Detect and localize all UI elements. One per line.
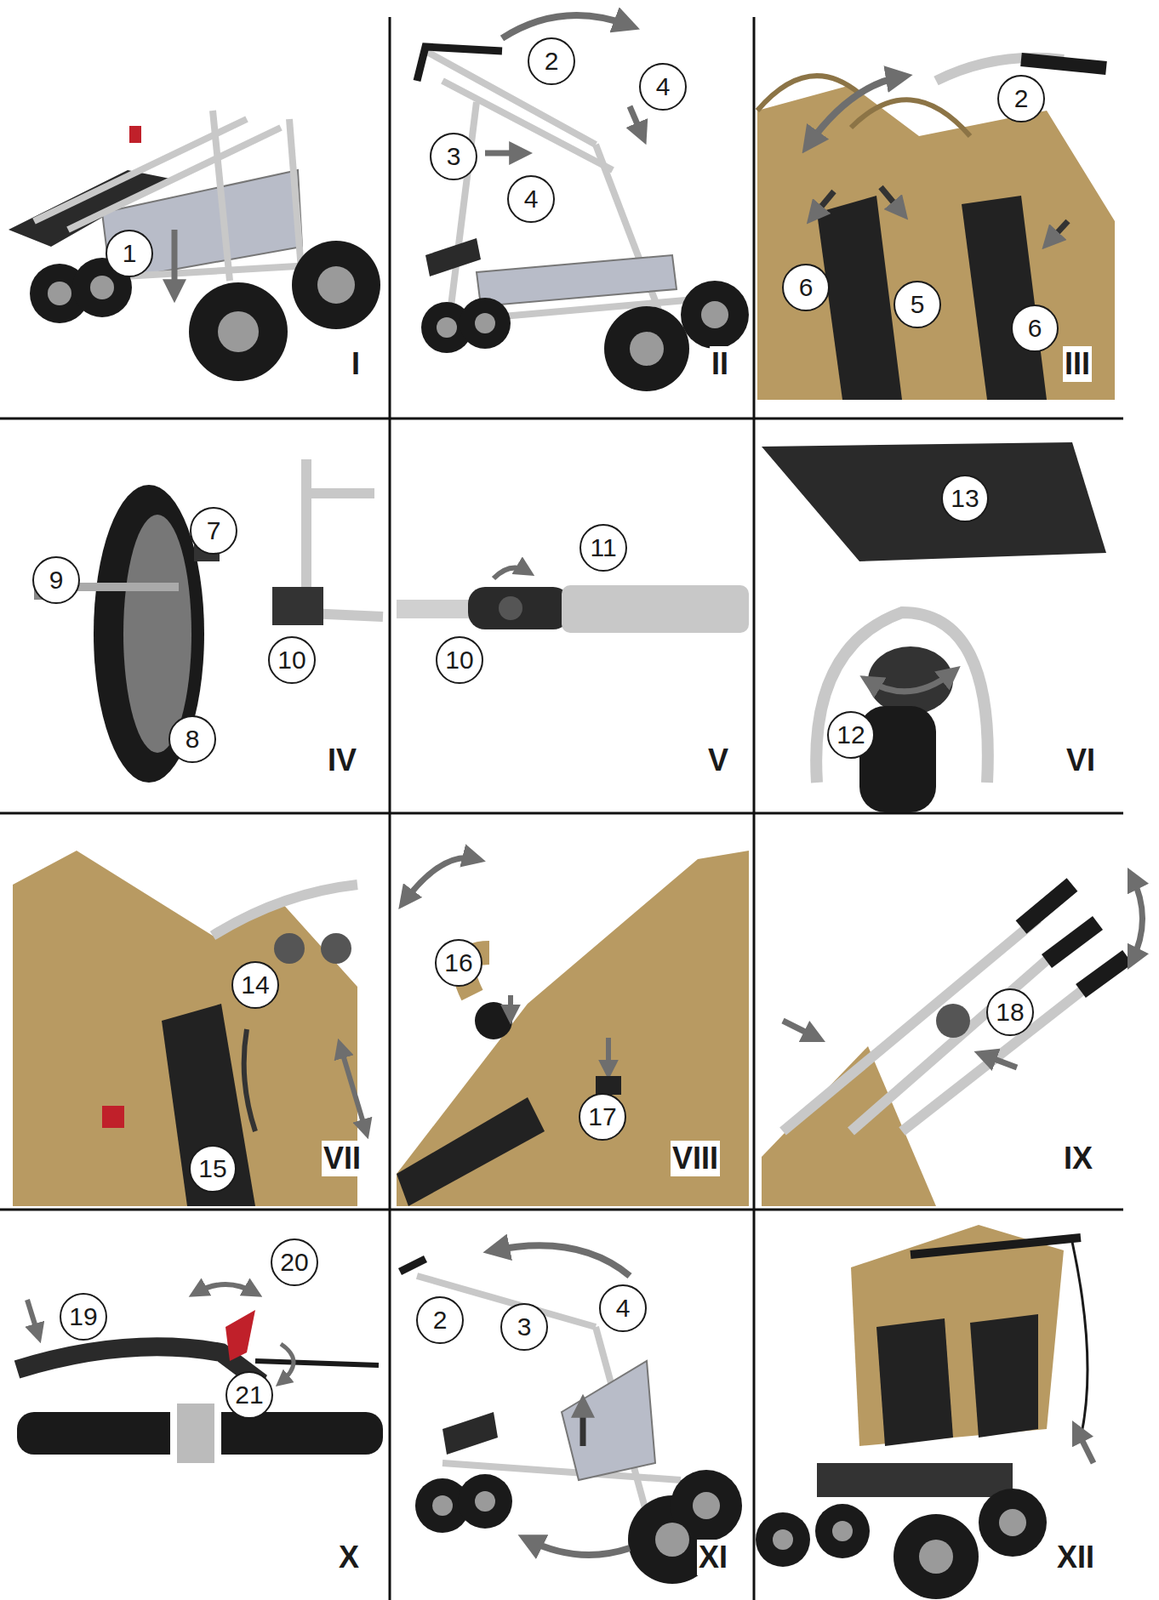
callout-number: 13 (941, 474, 989, 523)
panel-7-illustration (12, 850, 366, 1207)
panel-number: IV (325, 742, 359, 779)
panel-2-illustration (416, 15, 749, 392)
panel-5-illustration (396, 568, 749, 634)
callout-number: 2 (527, 37, 576, 86)
callout-number: 11 (579, 524, 628, 572)
panel-1-illustration (8, 110, 381, 382)
callout-number: 16 (434, 939, 483, 988)
callout-number: 9 (32, 556, 80, 605)
callout-number: 1 (105, 229, 154, 278)
callout-number: 2 (416, 1296, 464, 1345)
callout-number: 3 (429, 132, 478, 181)
panel-number: XI (696, 1540, 730, 1576)
callout-number: 6 (1010, 304, 1059, 353)
panel-4-illustration (34, 459, 383, 783)
callout-number: 21 (225, 1371, 274, 1420)
panel-6-illustration (761, 442, 1107, 813)
panel-number: III (1062, 346, 1092, 383)
panel-10-illustration (17, 1284, 383, 1473)
panel-number: V (706, 742, 731, 779)
panel-8-illustration (396, 850, 749, 1207)
panel-9-illustration (761, 876, 1143, 1207)
callout-number: 14 (231, 961, 280, 1010)
panel-number: X (336, 1540, 361, 1576)
callout-number: 15 (188, 1145, 237, 1194)
panel-number: VI (1064, 742, 1097, 779)
callout-number: 2 (997, 74, 1045, 123)
callout-number: 10 (435, 636, 484, 685)
callout-number: 4 (507, 175, 555, 223)
panel-number: XII (1055, 1540, 1097, 1576)
callout-number: 6 (782, 263, 830, 312)
panel-3-illustration (757, 57, 1115, 400)
callout-number: 18 (986, 988, 1034, 1037)
panel-12-illustration (755, 1225, 1094, 1600)
callout-number: 8 (168, 715, 217, 764)
panel-grid (0, 17, 1124, 1600)
panel-number: VIII (670, 1141, 720, 1177)
callout-number: 10 (268, 636, 316, 685)
callout-number: 7 (189, 507, 238, 555)
callout-number: 19 (59, 1293, 108, 1342)
callout-number: 3 (500, 1303, 549, 1352)
callout-number: 17 (578, 1093, 627, 1142)
callout-number: 4 (639, 62, 687, 111)
callout-number: 20 (270, 1238, 319, 1287)
panel-number: IX (1061, 1141, 1095, 1177)
panel-number: II (709, 346, 731, 383)
panel-number: VII (321, 1141, 363, 1177)
callout-number: 4 (599, 1284, 647, 1333)
panel-number: I (349, 346, 362, 383)
panel-11-illustration (399, 1245, 743, 1585)
callout-number: 12 (827, 711, 875, 760)
callout-number: 5 (893, 280, 942, 329)
